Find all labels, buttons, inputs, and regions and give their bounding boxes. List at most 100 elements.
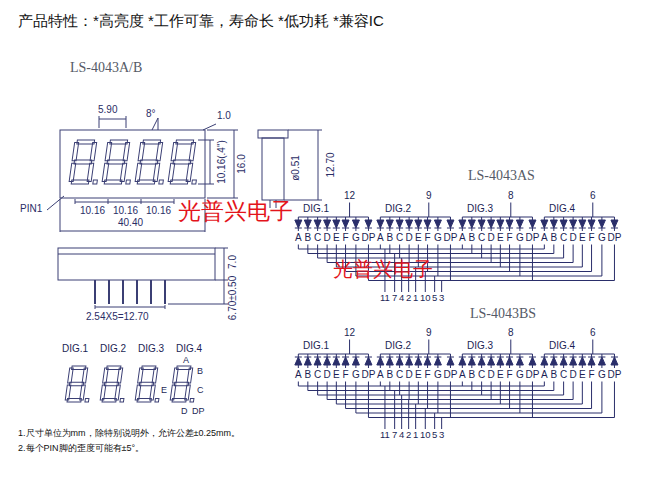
wire xyxy=(355,354,356,357)
digit-label: DIG.3 xyxy=(138,343,164,355)
wire xyxy=(345,382,346,409)
wire xyxy=(399,382,400,396)
wire xyxy=(592,203,593,218)
pin-number: 8 xyxy=(508,327,514,339)
wire xyxy=(307,217,308,220)
segment xyxy=(104,180,122,184)
led-diode xyxy=(588,220,595,228)
digit-label: DIG.2 xyxy=(385,203,411,215)
segment-label: C xyxy=(396,232,403,244)
dimension: 10.16 xyxy=(113,205,138,217)
wire xyxy=(563,217,564,220)
wire xyxy=(491,245,492,263)
segment xyxy=(137,180,155,184)
wire xyxy=(450,217,451,220)
note: 1.尺寸单位为mm，除特别说明外，允许公差±0.25mm。 xyxy=(18,428,240,438)
wire xyxy=(509,245,510,272)
wire xyxy=(582,365,583,368)
dimension: 12.70 xyxy=(325,152,337,177)
led-diode xyxy=(434,357,441,365)
wire xyxy=(327,382,328,400)
led-diode xyxy=(304,357,311,365)
segment-label: G xyxy=(434,232,442,244)
pin-number: 10 xyxy=(420,293,431,304)
wire xyxy=(553,228,554,231)
wire xyxy=(462,245,463,250)
wire xyxy=(553,354,554,357)
segment xyxy=(74,160,92,164)
led-diode xyxy=(352,220,359,228)
wire xyxy=(591,382,592,409)
wire xyxy=(582,354,583,357)
pin-number: 2 xyxy=(406,293,411,304)
led-diode xyxy=(352,357,359,365)
segment xyxy=(143,140,161,144)
segment xyxy=(90,142,97,160)
decimal-point xyxy=(159,180,164,184)
dimension: 10.16(.4") xyxy=(216,140,228,184)
wire xyxy=(368,280,614,281)
wire xyxy=(500,365,501,368)
decimal-point xyxy=(126,180,131,184)
segment-label: DP xyxy=(444,369,458,381)
digit-label: DIG.1 xyxy=(303,340,329,352)
led-diode xyxy=(529,357,536,365)
wire xyxy=(409,382,410,400)
segment xyxy=(77,140,95,144)
wire xyxy=(336,404,582,405)
led-diode xyxy=(497,220,504,228)
wire xyxy=(437,217,438,220)
wire xyxy=(441,281,442,293)
segment-label: DP xyxy=(362,369,376,381)
segment-label: D xyxy=(406,232,413,244)
led-diode xyxy=(488,357,495,365)
wire xyxy=(532,217,533,220)
led-diode xyxy=(304,220,311,228)
pin-number: 2 xyxy=(406,430,411,441)
wire xyxy=(544,354,545,357)
wire xyxy=(434,276,435,292)
dimension-line xyxy=(75,199,174,204)
led-diode xyxy=(497,357,504,365)
wire xyxy=(544,354,614,355)
segment xyxy=(65,385,71,400)
wire xyxy=(510,203,511,218)
wire xyxy=(481,228,482,231)
led-diode xyxy=(333,220,340,228)
wire xyxy=(317,354,318,357)
segment-label: C xyxy=(314,232,321,244)
pin-number: 12 xyxy=(344,327,355,339)
wire xyxy=(532,382,533,418)
segment-label: DP xyxy=(362,232,376,244)
led-diode xyxy=(611,357,618,365)
wire xyxy=(509,382,510,409)
wire xyxy=(434,413,435,429)
model-name: LS-4043A/B xyxy=(70,60,142,76)
wire xyxy=(355,382,356,414)
wire xyxy=(591,228,592,231)
wire xyxy=(491,228,492,231)
segment xyxy=(135,385,141,400)
wire xyxy=(298,249,544,250)
digit-label: DIG.3 xyxy=(467,203,493,215)
segment xyxy=(103,368,109,383)
segment xyxy=(69,382,83,386)
led-diode xyxy=(506,220,513,228)
wire xyxy=(345,365,346,368)
wire xyxy=(491,365,492,368)
dimension-line xyxy=(95,305,165,309)
wire xyxy=(368,217,369,220)
segment xyxy=(187,368,193,383)
wire xyxy=(355,217,356,220)
wire xyxy=(563,382,564,396)
wire xyxy=(380,245,381,250)
segment xyxy=(139,382,153,386)
wire xyxy=(380,228,381,231)
wire xyxy=(427,217,428,220)
pin-number: 1 xyxy=(413,293,418,304)
segment-label: E xyxy=(161,385,167,395)
wire xyxy=(573,245,574,263)
wire xyxy=(614,245,615,281)
led-diode xyxy=(333,357,340,365)
segment-label: B xyxy=(305,232,312,244)
